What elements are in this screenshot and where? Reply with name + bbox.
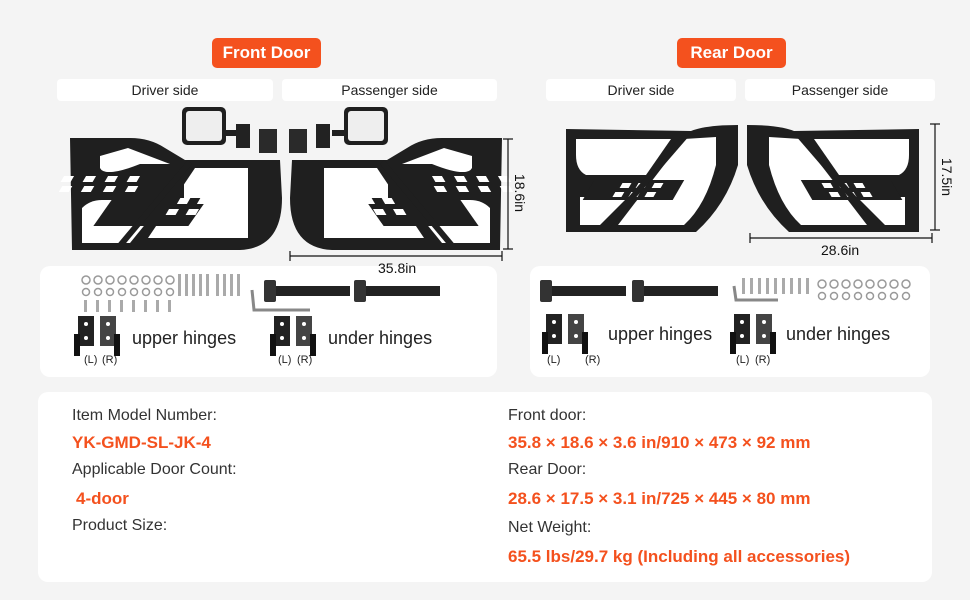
rear-door-badge: Rear Door	[677, 38, 786, 68]
front-door-size-value: 35.8 × 18.6 × 3.6 in/910 × 473 × 92 mm	[508, 433, 811, 452]
rear-passenger-side-label: Passenger side	[745, 79, 935, 101]
front-passenger-side-label: Passenger side	[282, 79, 497, 101]
rear-driver-door-image	[566, 125, 738, 232]
rear-door-size-label: Rear Door:	[508, 461, 587, 478]
front-upper-left-mark: (L)	[84, 354, 98, 366]
rear-upper-left-mark: (L)	[547, 354, 561, 366]
specs-panel: Item Model Number: YK-GMD-SL-JK-4 Applic…	[38, 392, 932, 582]
rear-upper-hinges-label: upper hinges	[608, 324, 713, 344]
rear-upper-hinges-image	[542, 314, 588, 354]
front-upper-right-mark: (R)	[102, 354, 118, 366]
rear-driver-side-label: Driver side	[546, 79, 736, 101]
front-driver-mirror-image	[182, 107, 277, 153]
front-passenger-door-image	[290, 138, 513, 250]
front-under-left-mark: (L)	[278, 354, 292, 366]
rear-height-dimension-line	[930, 123, 940, 231]
front-driver-side-label: Driver side	[57, 79, 273, 101]
front-door-size-label: Front door:	[508, 407, 587, 424]
model-value: YK-GMD-SL-JK-4	[72, 433, 211, 452]
rear-under-right-mark: (R)	[755, 354, 771, 366]
front-width-dimension-line	[289, 251, 503, 261]
front-driver-door-image	[59, 138, 282, 250]
rear-under-hinges-image	[730, 314, 776, 354]
front-height-dimension-line	[503, 138, 513, 250]
rear-height-label: 17.5in	[939, 157, 955, 197]
front-width-label: 35.8in	[378, 260, 417, 276]
door-count-value: 4-door	[76, 489, 129, 508]
front-upper-hinges-image	[74, 316, 120, 356]
rear-door-size-value: 28.6 × 17.5 × 3.1 in/725 × 445 × 80 mm	[508, 489, 811, 508]
rear-under-hinges-label: under hinges	[786, 324, 891, 344]
rear-accessories-panel: upper hinges under hinges (L) (R) (L) (R…	[530, 266, 930, 377]
rear-passenger-door-image	[747, 125, 919, 232]
rear-upper-right-mark: (R)	[585, 354, 601, 366]
front-height-label: 18.6in	[512, 173, 528, 213]
rear-under-left-mark: (L)	[736, 354, 750, 366]
net-weight-value: 65.5 lbs/29.7 kg (Including all accessor…	[508, 547, 851, 566]
front-passenger-mirror-image	[289, 107, 388, 153]
rear-width-dimension-line	[749, 233, 933, 243]
door-count-label: Applicable Door Count:	[72, 461, 237, 478]
rear-width-label: 28.6in	[821, 242, 860, 258]
rear-hardware-image	[540, 278, 911, 354]
model-label: Item Model Number:	[72, 407, 217, 424]
front-hardware-image	[74, 274, 440, 356]
front-accessories-panel: upper hinges under hinges (L) (R) (L) (R…	[40, 266, 497, 377]
front-under-right-mark: (R)	[297, 354, 313, 366]
front-door-badge: Front Door	[212, 38, 321, 68]
front-under-hinges-label: under hinges	[328, 328, 433, 348]
size-label: Product Size:	[72, 517, 168, 534]
net-weight-label: Net Weight:	[508, 519, 592, 536]
front-under-hinges-image	[270, 316, 316, 356]
front-upper-hinges-label: upper hinges	[132, 328, 237, 348]
